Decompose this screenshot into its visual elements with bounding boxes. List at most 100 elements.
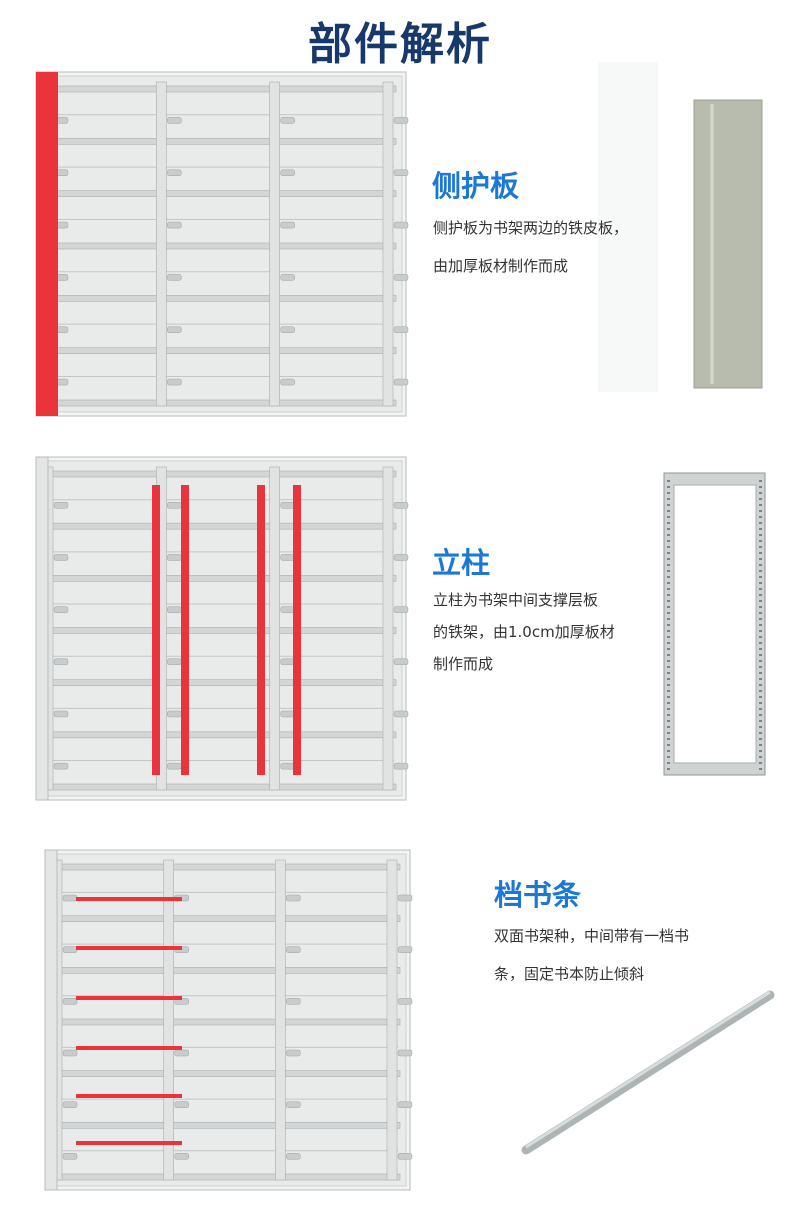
shelf-board [45, 470, 397, 478]
upright-frame-hole [667, 504, 670, 506]
shelf-bracket [174, 1049, 189, 1057]
shelf-bracket [280, 554, 295, 561]
shelf-bracket [393, 326, 409, 333]
upright-frame-hole [759, 678, 762, 680]
book-stop-bar-highlight [76, 996, 182, 1000]
shelf-board [45, 190, 397, 197]
shelf-board [54, 1018, 401, 1026]
upright-frame-hole [759, 630, 762, 632]
upright-frame-hole [759, 480, 762, 482]
shelf-bracket [286, 894, 301, 902]
upright-frame-hole [667, 588, 670, 590]
upright-frame-hole [667, 636, 670, 638]
upright-frame-hole [759, 714, 762, 716]
upright-frame-hole [667, 576, 670, 578]
upright-frame-hole [759, 612, 762, 614]
shelf-bracket [393, 554, 409, 561]
upright-frame-hole [667, 516, 670, 518]
desc-line: 制作而成 [433, 655, 494, 673]
upright-frame-hole [667, 732, 670, 734]
upright-frame-hole [759, 648, 762, 650]
section-desc-side-panel: 侧护板为书架两边的铁皮板， 由加厚板材制作而成 [433, 209, 628, 285]
desc-line: 条，固定书本防止倾斜 [494, 965, 645, 983]
shelf-board [45, 242, 397, 250]
shelf-bracket [286, 1153, 301, 1160]
shelf-bracket [53, 502, 69, 509]
shelf-bracket [393, 117, 409, 124]
shelf-board [45, 627, 397, 634]
shelf-upright [163, 859, 174, 1181]
shelf-upright [269, 81, 280, 407]
shelf-bracket [62, 1153, 78, 1160]
upright-frame-hole [759, 552, 762, 554]
upright-frame-hole [759, 546, 762, 548]
upright-frame-hole [759, 594, 762, 596]
shelf-bracket [167, 378, 182, 386]
upright-frame-hole [667, 714, 670, 716]
shelf-bracket [397, 1049, 413, 1057]
shelf-bracket [393, 221, 409, 229]
book-stop-bar-part [521, 990, 775, 1155]
shelf-board [45, 399, 397, 407]
shelf-bracket [167, 658, 182, 666]
upright-frame-hole [667, 528, 670, 530]
upright-frame-hole [759, 768, 762, 770]
shelf-bracket [286, 946, 301, 953]
side-panel [35, 456, 49, 801]
shelf-bracket [280, 710, 295, 718]
upright-frame-opening [673, 484, 757, 764]
shelf-board [45, 138, 397, 145]
upright-frame-hole [667, 558, 670, 560]
upright-frame-hole [667, 648, 670, 650]
shelf-bracket [62, 894, 78, 902]
section-desc-upright: 立柱为书架中间支撑层板 的铁架，由1.0cm加厚板材 制作而成 [433, 584, 615, 680]
upright-frame-hole [759, 762, 762, 764]
upright-frame-hole [667, 654, 670, 656]
upright-frame-hole [759, 702, 762, 704]
shelf-upright [269, 466, 280, 791]
upright-frame-hole [759, 576, 762, 578]
upright-frame-hole [759, 654, 762, 656]
shelf-bracket [62, 998, 78, 1005]
upright-frame-hole [759, 600, 762, 602]
upright-frame-hole [667, 522, 670, 524]
upright-frame-hole [667, 672, 670, 674]
desc-line: 立柱为书架中间支撑层板 [433, 591, 599, 609]
shelf-bracket [167, 221, 182, 229]
section-desc-book-stop: 双面书架种，中间带有一档书 条，固定书本防止倾斜 [494, 917, 689, 993]
upright-frame-hole [667, 510, 670, 512]
side-panel [44, 849, 58, 1191]
section-heading-book-stop: 档书条 [494, 878, 582, 912]
shelf-board [45, 783, 397, 791]
upright-frame-hole [759, 528, 762, 530]
shelf-bracket [286, 1101, 301, 1108]
shelf-upright [156, 81, 167, 407]
upright-frame-hole [667, 726, 670, 728]
shelf-bracket [62, 1049, 78, 1057]
upright-frame-hole [759, 624, 762, 626]
shelf-board [45, 85, 397, 93]
upright-frame-hole [759, 666, 762, 668]
upright-frame-hole [667, 480, 670, 482]
upright-frame-hole [759, 684, 762, 686]
shelf-bracket [167, 606, 182, 613]
book-stop-bar-highlight [76, 897, 182, 901]
shelf-bracket [167, 554, 182, 561]
upright-highlight [152, 485, 160, 775]
upright-frame-hole [667, 534, 670, 536]
shelf-bracket [397, 1101, 413, 1108]
upright-frame-hole [759, 738, 762, 740]
upright-frame-hole [759, 726, 762, 728]
upright-frame-hole [667, 492, 670, 494]
upright-frame-hole [667, 606, 670, 608]
upright-frame-hole [759, 486, 762, 488]
upright-highlight [181, 485, 189, 775]
upright-frame-hole [667, 720, 670, 722]
shelf-bracket [53, 554, 69, 561]
shelf-bracket [393, 274, 409, 281]
upright-frame-hole [759, 606, 762, 608]
upright-frame-hole [667, 708, 670, 710]
upright-frame-hole [667, 540, 670, 542]
shelf-board [45, 522, 397, 530]
